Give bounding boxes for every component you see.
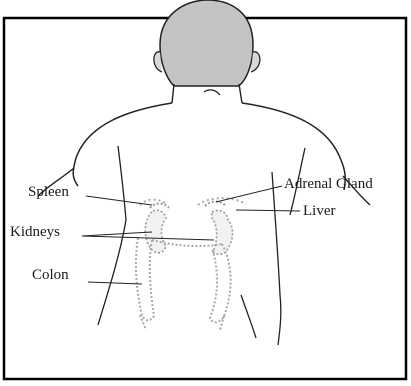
label-spleen: Spleen [28, 185, 69, 200]
right-adrenal-gland [205, 202, 226, 207]
left-adrenal-gland [150, 204, 169, 209]
colon-leader [88, 282, 142, 284]
label-liver: Liver [303, 204, 335, 219]
label-colon: Colon [32, 268, 69, 283]
right-waist [241, 295, 256, 338]
left-shoulder [73, 103, 172, 186]
left-waist [98, 220, 126, 325]
right-kidney [212, 210, 233, 254]
label-kidneys: Kidneys [10, 225, 60, 240]
colon-ends [140, 315, 224, 330]
left-kidney [145, 210, 166, 253]
kidneys-leader-left [82, 232, 152, 236]
liver [198, 198, 246, 205]
liver-leader [236, 210, 300, 211]
colon-right-ascending [210, 244, 231, 322]
right-back-edge [272, 172, 281, 345]
adrenal-gland-leader [216, 186, 282, 202]
label-adrenal-gland: Adrenal Gland [284, 177, 373, 192]
neck [172, 84, 242, 103]
spleen-leader [86, 196, 152, 205]
left-armpit-line [118, 146, 126, 220]
neck-fold [204, 90, 220, 95]
head [160, 0, 253, 86]
